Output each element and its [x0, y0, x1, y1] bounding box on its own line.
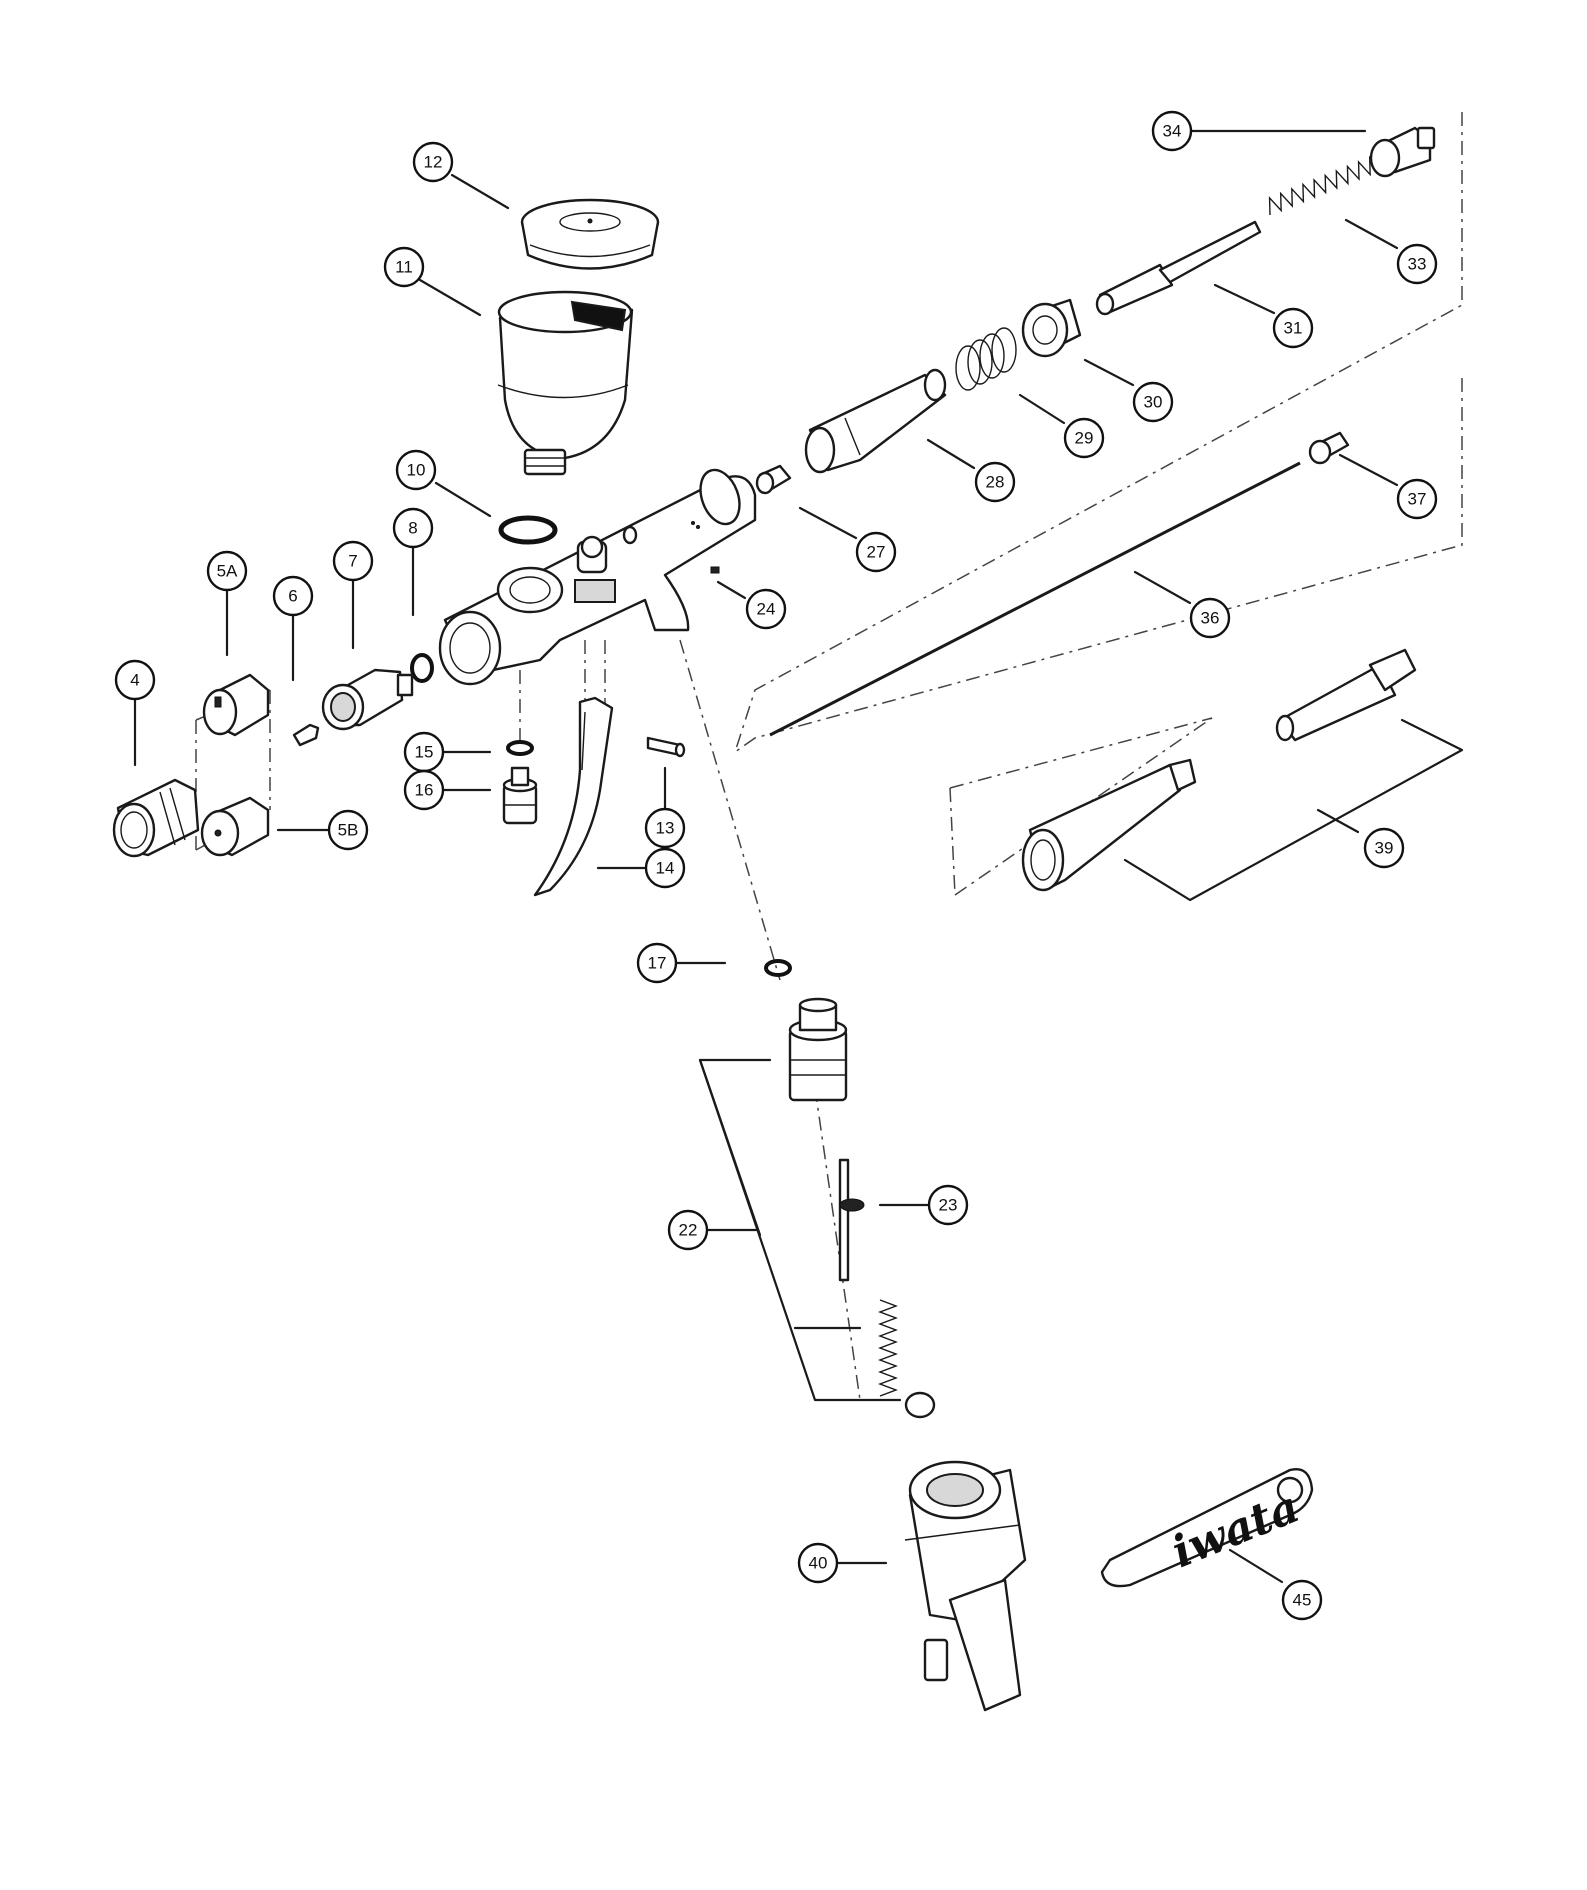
callout-label: 33: [1408, 255, 1427, 274]
callout-34: 34: [1151, 110, 1193, 152]
callout-label: 23: [939, 1196, 958, 1215]
callout-label: 22: [679, 1221, 698, 1240]
callout-27: 27: [855, 531, 897, 573]
wrench-45-part: iwata: [1100, 1468, 1314, 1588]
callout-label: 13: [656, 819, 675, 838]
guide-27-part: [755, 464, 792, 495]
trigger-lever-part: [533, 696, 614, 897]
callout-label: 10: [407, 461, 426, 480]
callout-label: 12: [424, 153, 443, 172]
spring-guide-30-part: [1021, 298, 1082, 358]
callout-label: 5B: [338, 821, 359, 840]
knurled-ring-part: [112, 778, 200, 858]
callout-8: 8: [392, 507, 434, 549]
callout-leader-lines: [133, 129, 1399, 1584]
callout-label: 11: [395, 258, 413, 277]
valve-stem-23-part: [838, 1158, 865, 1282]
callout-28: 28: [974, 461, 1016, 503]
callout-31: 31: [1272, 307, 1314, 349]
callout-45: 45: [1281, 1579, 1323, 1621]
callout-23: 23: [927, 1184, 969, 1226]
callout-label: 8: [408, 519, 417, 538]
o-ring-17-part: [764, 959, 792, 977]
callout-5b: 5B: [327, 809, 369, 851]
tube-28-part: [804, 368, 947, 474]
callout-label: 28: [986, 473, 1005, 492]
callout-15: 15: [403, 731, 445, 773]
callout-13: 13: [644, 807, 686, 849]
callout-label: 14: [656, 859, 675, 878]
callout-5a: 5A: [206, 550, 248, 592]
callout-label: 27: [867, 543, 886, 562]
airbrush-body-part: [438, 468, 757, 686]
callout-label: 37: [1408, 490, 1427, 509]
callout-6: 6: [272, 575, 314, 617]
callout-label: 34: [1163, 122, 1182, 141]
callout-22: 22: [667, 1209, 709, 1251]
callout-12: 12: [412, 141, 454, 183]
callout-40: 40: [797, 1542, 839, 1584]
callout-36: 36: [1189, 597, 1231, 639]
callout-label: 4: [130, 671, 139, 690]
assembly-boundary-lines: [195, 112, 1463, 1401]
nozzle-tip-part: [292, 723, 320, 747]
callout-24: 24: [745, 588, 787, 630]
callout-4: 4: [114, 659, 156, 701]
handle-39-part: [1021, 648, 1417, 892]
paint-cup-part: [497, 290, 634, 476]
spring-33-part: [1268, 151, 1393, 216]
nozzle-body-part: [321, 668, 414, 731]
callout-label: 39: [1375, 839, 1394, 858]
cup-lid-part: [520, 198, 660, 270]
callout-17: 17: [636, 942, 678, 984]
needle-guide-31-part: [1095, 220, 1262, 316]
callout-label: 7: [348, 552, 357, 571]
o-ring-15-part: [506, 740, 534, 756]
callout-7: 7: [332, 540, 374, 582]
callout-label: 45: [1293, 1591, 1312, 1610]
callout-30: 30: [1132, 381, 1174, 423]
callout-10: 10: [395, 449, 437, 491]
pin-13-part: [646, 736, 686, 758]
callout-label: 6: [288, 587, 297, 606]
bracket-lines: [698, 718, 1464, 1402]
callout-label: 24: [757, 600, 776, 619]
callout-33: 33: [1396, 243, 1438, 285]
air-valve-40-part: [904, 1460, 1027, 1712]
valve-16-part: [502, 766, 538, 825]
callout-29: 29: [1063, 417, 1105, 459]
needle-36-part: [769, 461, 1301, 737]
o-ring-10-part: [498, 515, 558, 545]
callout-label: 30: [1144, 393, 1163, 412]
callout-11: 11: [383, 246, 425, 288]
valve-assembly-22-part: [788, 997, 848, 1102]
callout-14: 14: [644, 847, 686, 889]
callout-37: 37: [1396, 478, 1438, 520]
callout-16: 16: [403, 769, 445, 811]
valve-spring-part: [878, 1299, 936, 1419]
callout-label: 31: [1284, 319, 1303, 338]
callout-label: 29: [1075, 429, 1094, 448]
callout-label: 40: [809, 1554, 828, 1573]
crown-cap-5a-part: [202, 673, 270, 737]
chucking-nut-37-part: [1308, 431, 1350, 465]
callout-label: 15: [415, 743, 434, 762]
chucking-nut-34-part: [1369, 126, 1436, 178]
callout-label: 5A: [217, 562, 238, 581]
callout-39: 39: [1363, 827, 1405, 869]
screw-24-part: [710, 566, 720, 574]
nozzle-cap-5b-part: [200, 796, 270, 857]
o-ring-8-part: [410, 653, 434, 683]
callout-label: 17: [648, 954, 667, 973]
callout-label: 36: [1201, 609, 1220, 628]
callout-bubbles: 34 12 33 11 31 30 29 28 10 8 37 27 7 5A 6 24 36 4 15 16 13 5B…: [114, 110, 1438, 1621]
callout-label: 16: [415, 781, 434, 800]
spring-29-part: [955, 327, 1017, 391]
